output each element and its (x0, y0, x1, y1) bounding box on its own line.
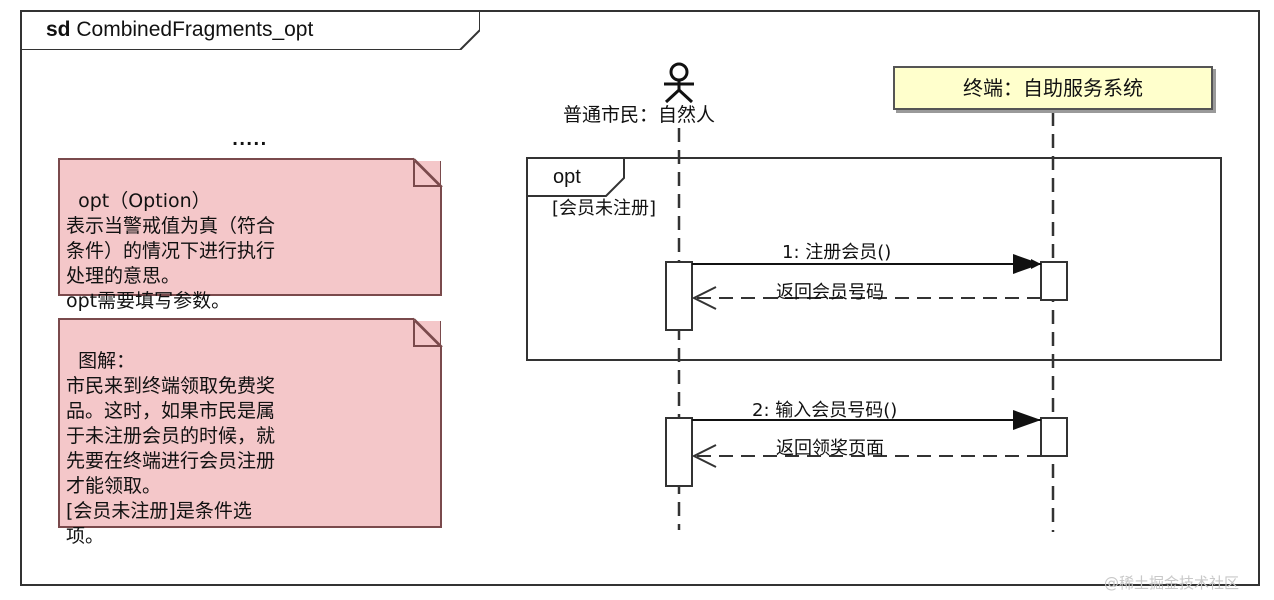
note-explain: 图解： 市民来到终端领取免费奖 品。这时，如果市民是属 于未注册会员的时候，就 … (58, 318, 442, 547)
system-activation-2 (1040, 417, 1068, 457)
frame-name: CombinedFragments_opt (76, 18, 314, 41)
note-option: opt（Option） 表示当警戒值为真（符合 条件）的情况下进行执行 处理的意… (58, 158, 442, 312)
frame-keyword: sd (46, 18, 71, 41)
return-label-1: 返回会员号码 (776, 282, 884, 303)
message-arrowhead-2 (1013, 410, 1041, 430)
return-arrowhead-2 (691, 444, 717, 468)
return-label-2: 返回领奖页面 (776, 438, 884, 459)
stick-figure-actor-icon (664, 62, 694, 104)
opt-operator: opt (553, 166, 581, 188)
sequence-diagram-frame (20, 10, 1260, 586)
ellipsis: ····· (232, 134, 268, 153)
actor-activation-1 (665, 261, 693, 331)
return-arrowhead-1 (691, 286, 717, 310)
message-label-2: 2: 输入会员号码() (752, 400, 898, 421)
opt-fragment (526, 157, 1222, 361)
actor-activation-2 (665, 417, 693, 487)
message-arrowhead-1 (1013, 254, 1041, 274)
system-activation-1 (1040, 261, 1068, 301)
note-option-text: opt（Option） 表示当警戒值为真（符合 条件）的情况下进行执行 处理的意… (66, 190, 276, 312)
opt-fragment-tab (527, 158, 625, 197)
system-lifeline-label: 终端：自助服务系统 (963, 76, 1143, 100)
opt-guard: [会员未注册] (552, 198, 657, 219)
system-lifeline-head: 终端：自助服务系统 (893, 66, 1213, 110)
note-explain-text: 图解： 市民来到终端领取免费奖 品。这时，如果市民是属 于未注册会员的时候，就 … (66, 350, 276, 547)
message-label-1: 1: 注册会员() (782, 242, 892, 263)
actor-label: 普通市民：自然人 (563, 104, 716, 126)
watermark: @稀土掘金技术社区 (1104, 574, 1240, 592)
frame-title: sd CombinedFragments_opt (46, 18, 313, 42)
